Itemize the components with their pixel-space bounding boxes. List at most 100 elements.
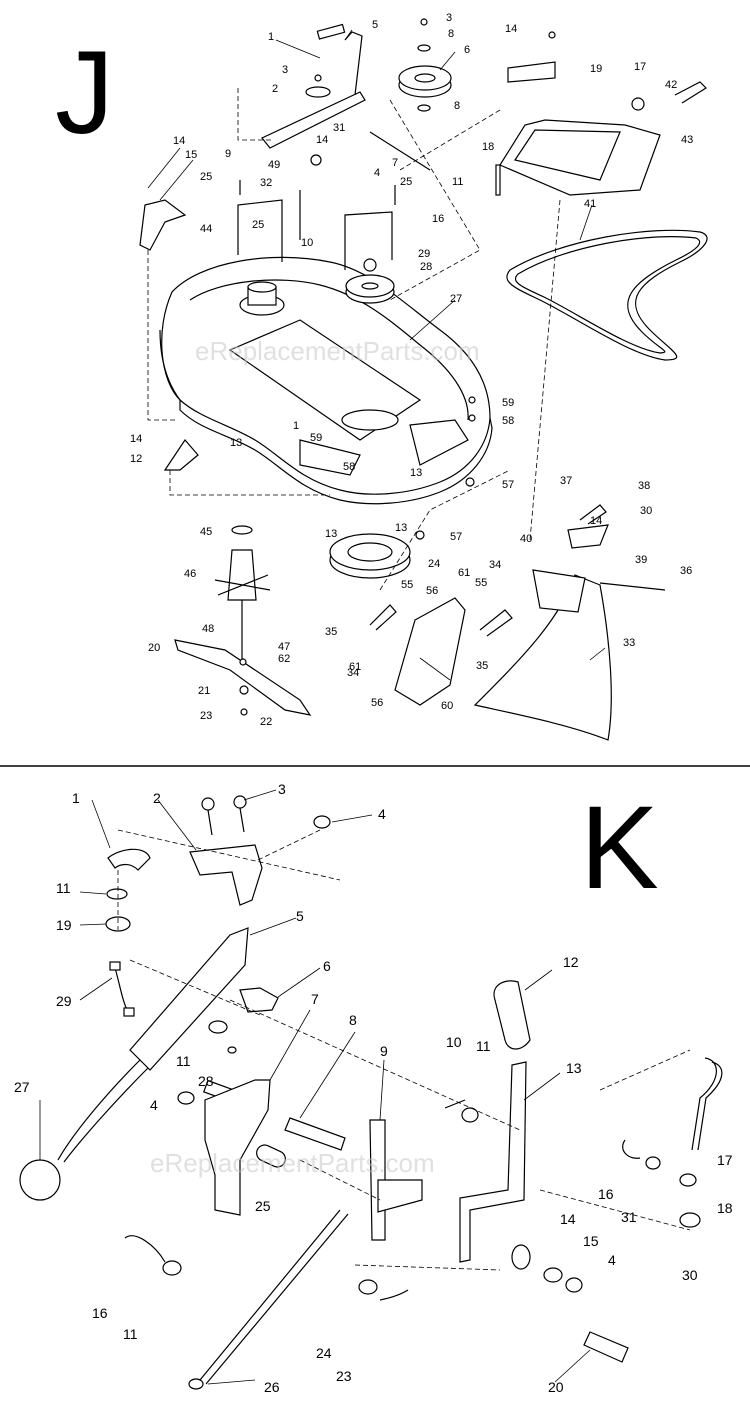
callout-j-35: 35 [476,660,488,672]
callout-j-45: 45 [200,526,212,538]
callout-j-13: 13 [230,437,242,449]
callout-j-15: 15 [185,149,197,161]
callout-j-38: 38 [638,480,650,492]
callout-j-5: 5 [372,19,378,31]
callout-k-30: 30 [682,1267,698,1283]
callout-k-3: 3 [278,781,286,797]
callout-j-47: 47 [278,641,290,653]
callout-k-16: 16 [92,1305,108,1321]
callout-k-13: 13 [566,1060,582,1076]
callout-k-27: 27 [14,1079,30,1095]
callout-j-7: 7 [392,157,398,169]
callout-j-35: 35 [325,626,337,638]
callout-j-14: 14 [316,134,328,146]
callout-j-29: 29 [418,248,430,260]
callout-j-27: 27 [450,293,462,305]
idler-pulley [398,65,452,98]
callout-j-60: 60 [441,700,453,712]
callout-k-11: 11 [176,1053,191,1069]
callout-j-58: 58 [502,415,514,427]
callout-k-11: 11 [476,1038,491,1054]
callout-k-17: 17 [717,1152,733,1168]
callout-k-9: 9 [380,1043,388,1059]
callout-j-34: 34 [489,559,501,571]
callout-j-18: 18 [482,141,494,153]
callout-k-15: 15 [583,1233,599,1249]
deck-pulley [345,274,395,304]
callout-k-18: 18 [717,1200,733,1216]
callout-j-13: 13 [325,528,337,540]
callout-k-19: 19 [56,917,72,933]
callout-k-10: 10 [446,1034,462,1050]
callout-j-3: 3 [446,12,452,24]
callout-j-24: 24 [428,558,440,570]
callout-k-5: 5 [296,908,304,924]
section-j: J [55,12,708,741]
callout-j-61: 61 [349,661,361,673]
callout-j-32: 32 [260,177,272,189]
grass-bag [473,574,612,741]
callout-j-14: 14 [173,135,185,147]
leader-lines-j [147,29,606,681]
drive-belt [506,229,708,361]
callout-j-22: 22 [260,716,272,728]
callout-k-23: 23 [336,1368,352,1384]
callout-j-55: 55 [401,579,413,591]
callout-j-13: 13 [410,467,422,479]
callout-j-59: 59 [310,432,322,444]
callout-j-57: 57 [502,479,514,491]
callout-j-39: 39 [635,554,647,566]
callout-j-37: 37 [560,475,572,487]
callout-j-25: 25 [252,219,264,231]
callout-j-19: 19 [590,63,602,75]
callout-j-30: 30 [640,505,652,517]
callout-j-9: 9 [225,148,231,160]
callout-j-2: 2 [272,83,278,95]
callout-j-59: 59 [502,397,514,409]
callout-j-36: 36 [680,565,692,577]
assembly-lines-k [117,829,691,1271]
callout-j-21: 21 [198,685,210,697]
callout-k-14: 14 [560,1211,576,1227]
callout-j-6: 6 [464,44,470,56]
callout-j-33: 33 [623,637,635,649]
callout-k-24: 24 [316,1345,332,1361]
deck-ring [329,533,411,579]
callout-j-28: 28 [420,261,432,273]
callout-j-55: 55 [475,577,487,589]
hardware-fasteners [239,18,707,716]
callout-j-3: 3 [282,64,288,76]
callout-j-23: 23 [200,710,212,722]
callout-j-8: 8 [454,100,460,112]
callout-j-10: 10 [301,237,313,249]
callout-j-25: 25 [400,176,412,188]
watermark-k: eReplacementParts.com [150,1148,435,1178]
callout-k-26: 26 [264,1379,280,1395]
callout-j-40: 40 [520,533,532,545]
mower-blade [174,639,312,716]
callout-k-2: 2 [153,790,161,806]
callout-j-56: 56 [371,697,383,709]
leader-lines-k [39,789,591,1385]
callout-k-1: 1 [72,790,80,806]
callout-k-4: 4 [378,806,386,822]
callout-k-29: 29 [56,993,72,1009]
callout-j-14: 14 [505,23,517,35]
callout-k-11: 11 [56,880,71,896]
callout-k-4: 4 [608,1252,616,1268]
callout-k-11: 11 [123,1326,138,1342]
callout-j-13: 13 [395,522,407,534]
callout-j-49: 49 [268,159,280,171]
callout-j-20: 20 [148,642,160,654]
callout-j-1: 1 [268,31,274,43]
callout-k-31: 31 [621,1209,637,1225]
callout-j-43: 43 [681,134,693,146]
callout-j-58: 58 [343,461,355,473]
discharge-chute [394,597,466,706]
callout-k-6: 6 [323,958,331,974]
callout-j-17: 17 [634,61,646,73]
callout-j-4: 4 [374,167,380,179]
section-k: K [14,781,733,1395]
callout-j-25: 25 [200,171,212,183]
callout-j-12: 12 [130,453,142,465]
